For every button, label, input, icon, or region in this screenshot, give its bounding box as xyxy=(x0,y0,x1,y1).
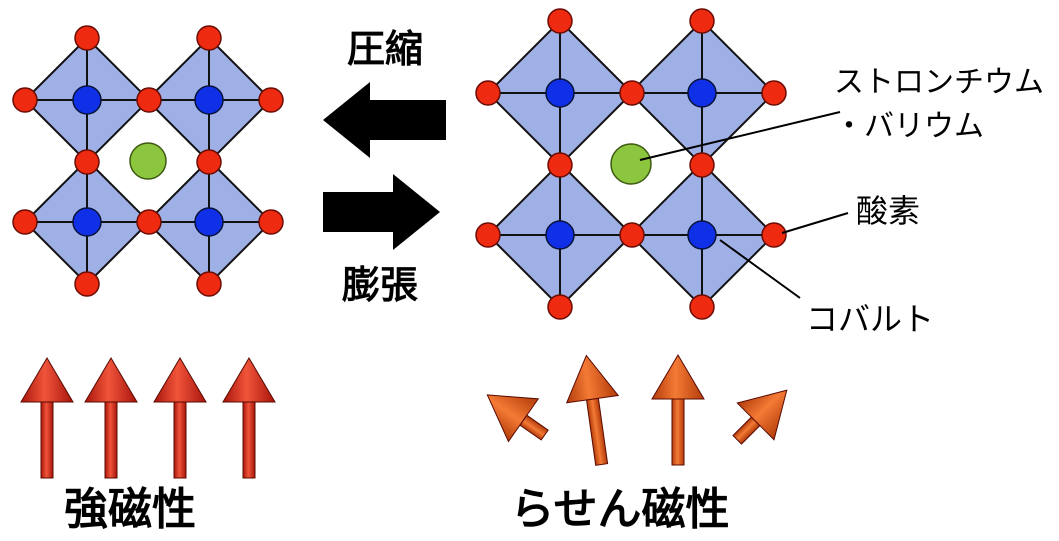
ferromagnetic-spins xyxy=(20,357,276,479)
helimagnetism-label: らせん磁性 xyxy=(510,484,729,535)
cobalt-atom xyxy=(687,78,717,108)
oxygen-atom xyxy=(196,271,222,297)
cobalt-atom xyxy=(194,207,224,237)
oxygen-atom xyxy=(74,25,100,51)
spin-arrow-icon xyxy=(651,354,705,466)
oxygen-atom xyxy=(689,152,715,178)
oxygen-atom xyxy=(74,271,100,297)
spin-arrow-icon xyxy=(222,357,276,479)
oxygen-atom xyxy=(196,149,222,175)
sr-ba-leader-line xyxy=(639,111,841,161)
oxygen-atom xyxy=(12,209,38,235)
helimagnetic-spins xyxy=(486,354,788,466)
spin-shaft xyxy=(104,401,118,479)
oxygen-atom xyxy=(136,87,162,113)
oxygen-atom xyxy=(74,149,100,175)
oxygen-label: 酸素 xyxy=(856,192,920,230)
cobalt-atom xyxy=(72,85,102,115)
oxygen-atom xyxy=(12,87,38,113)
spin-head xyxy=(222,357,276,403)
spin-head xyxy=(153,357,207,403)
oxygen-atom xyxy=(689,294,715,320)
cobalt-atom xyxy=(545,220,575,250)
ferromagnetism-label: 強磁性 xyxy=(64,484,196,535)
oxygen-atom xyxy=(689,8,715,34)
spin-shaft xyxy=(671,398,685,466)
compressed-lattice xyxy=(12,25,284,297)
arrow-right-icon xyxy=(323,174,440,250)
expand-label: 膨張 xyxy=(342,263,418,307)
cobalt-label: コバルト xyxy=(806,300,934,338)
spin-head xyxy=(20,357,74,403)
oxygen-atom xyxy=(761,222,787,248)
sr-ba-atom xyxy=(129,142,167,180)
oxygen-atom xyxy=(547,8,573,34)
spin-arrow-icon xyxy=(565,354,620,466)
sr-ba-atom xyxy=(610,143,652,185)
oxygen-atom xyxy=(619,222,645,248)
oxygen-atom xyxy=(761,80,787,106)
expanded-lattice xyxy=(475,8,787,320)
oxygen-leader-line xyxy=(781,212,849,234)
oxygen-atom xyxy=(547,294,573,320)
spin-shaft xyxy=(173,401,187,479)
oxygen-atom xyxy=(475,80,501,106)
spin-head xyxy=(486,394,540,443)
oxygen-atom xyxy=(475,222,501,248)
oxygen-atom xyxy=(547,152,573,178)
sr-ba-label-line1: ストロンチウム xyxy=(834,65,1044,100)
oxygen-atom xyxy=(136,209,162,235)
spin-shaft xyxy=(242,401,256,479)
spin-arrow-icon xyxy=(732,389,788,445)
cobalt-leader-line xyxy=(719,239,801,299)
spin-arrow-icon xyxy=(84,357,138,479)
oxygen-atom xyxy=(258,87,284,113)
spin-shaft xyxy=(40,401,54,479)
spin-arrow-icon xyxy=(486,394,549,443)
arrow-left-icon xyxy=(323,82,446,158)
spin-head xyxy=(84,357,138,403)
cobalt-atom xyxy=(687,220,717,250)
oxygen-atom xyxy=(619,80,645,106)
spin-head xyxy=(736,389,788,441)
compress-label: 圧縮 xyxy=(347,27,423,71)
spin-arrow-icon xyxy=(153,357,207,479)
spin-arrow-icon xyxy=(20,357,74,479)
cobalt-atom xyxy=(72,207,102,237)
oxygen-atom xyxy=(196,25,222,51)
sr-ba-label-line2: ・バリウム xyxy=(834,109,984,144)
spin-head xyxy=(565,354,620,404)
cobalt-atom xyxy=(545,78,575,108)
spin-head xyxy=(651,354,705,400)
oxygen-atom xyxy=(258,209,284,235)
cobalt-atom xyxy=(194,85,224,115)
spin-shaft xyxy=(585,397,609,466)
